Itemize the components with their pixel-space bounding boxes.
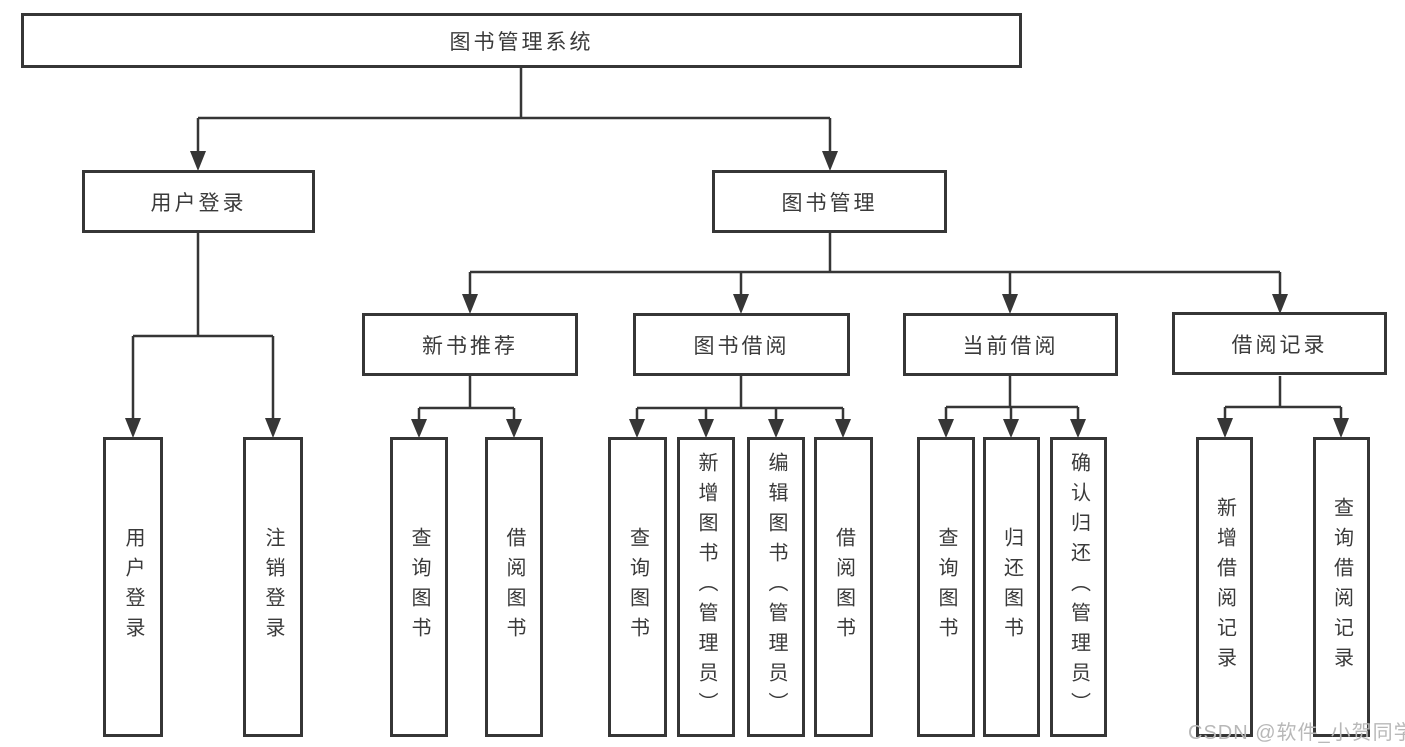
leaf-borrow-books-borrowing-label: 借阅图书 [832, 527, 855, 647]
node-book-management: 图书管理 [712, 170, 947, 233]
leaf-edit-book-admin: 编辑图书（管理员） [747, 437, 805, 737]
node-borrowing-records-label: 借阅记录 [1231, 333, 1328, 357]
leaf-confirm-return-admin: 确认归还（管理员） [1050, 437, 1107, 737]
leaf-add-book-admin: 新增图书（管理员） [677, 437, 735, 737]
leaf-user-login: 用户登录 [103, 437, 163, 737]
node-new-book-recommend: 新书推荐 [362, 313, 578, 376]
leaf-query-books-recommend-label: 查询图书 [408, 527, 430, 647]
node-system-root-label: 图书管理系统 [449, 30, 594, 54]
leaf-add-borrow-record: 新增借阅记录 [1196, 437, 1253, 737]
node-book-borrowing: 图书借阅 [633, 313, 850, 376]
node-book-borrowing-label: 图书借阅 [693, 334, 790, 358]
leaf-edit-book-admin-label: 编辑图书（管理员） [765, 452, 787, 722]
node-system-root: 图书管理系统 [21, 13, 1022, 68]
node-user-login: 用户登录 [82, 170, 315, 233]
leaf-query-books-borrowing: 查询图书 [608, 437, 667, 737]
node-new-book-recommend-label: 新书推荐 [422, 334, 518, 358]
leaf-confirm-return-admin-label: 确认归还（管理员） [1067, 452, 1090, 722]
leaf-query-books-recommend: 查询图书 [390, 437, 448, 737]
leaf-logout: 注销登录 [243, 437, 303, 737]
leaf-return-books: 归还图书 [983, 437, 1040, 737]
leaf-borrow-books-borrowing: 借阅图书 [814, 437, 873, 737]
leaf-return-books-label: 归还图书 [1000, 527, 1023, 647]
leaf-query-borrow-record-label: 查询借阅记录 [1330, 497, 1353, 677]
node-book-management-label: 图书管理 [781, 191, 878, 215]
leaf-borrow-books-recommend: 借阅图书 [485, 437, 543, 737]
leaf-query-books-borrowing-label: 查询图书 [626, 527, 649, 647]
leaf-query-borrow-record: 查询借阅记录 [1313, 437, 1370, 737]
leaf-borrow-books-recommend-label: 借阅图书 [503, 527, 525, 647]
leaf-query-books-current-label: 查询图书 [935, 527, 957, 647]
leaf-user-login-label: 用户登录 [122, 527, 144, 647]
leaf-add-book-admin-label: 新增图书（管理员） [695, 452, 717, 722]
leaf-logout-label: 注销登录 [262, 527, 284, 647]
csdn-watermark: CSDN @软件_小贺同学 [1188, 722, 1405, 744]
node-user-login-label: 用户登录 [150, 191, 247, 215]
leaf-query-books-current: 查询图书 [917, 437, 975, 737]
node-current-borrowing-label: 当前借阅 [962, 334, 1059, 358]
node-borrowing-records: 借阅记录 [1172, 312, 1387, 375]
leaf-add-borrow-record-label: 新增借阅记录 [1213, 497, 1236, 677]
node-current-borrowing: 当前借阅 [903, 313, 1118, 376]
